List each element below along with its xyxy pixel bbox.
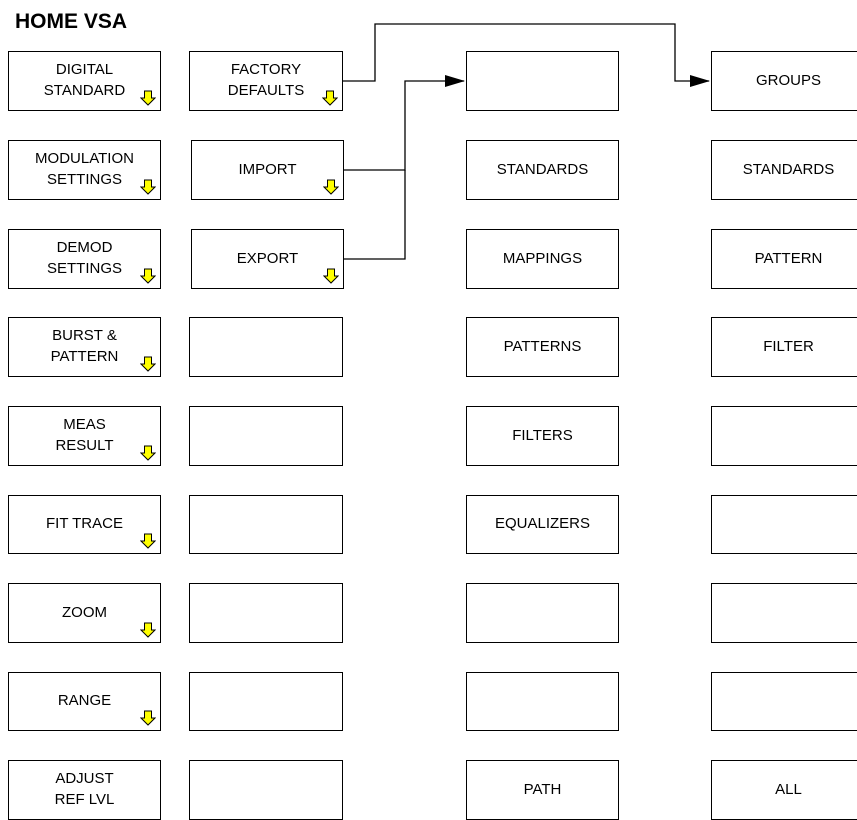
softkey-filter[interactable]: FILTER: [711, 317, 857, 377]
softkey-label: EQUALIZERS: [494, 515, 591, 532]
softkey-empty[interactable]: [711, 583, 857, 643]
submenu-arrow-icon: [140, 356, 156, 372]
softkey-empty[interactable]: [189, 406, 343, 466]
softkey-empty[interactable]: [466, 583, 619, 643]
softkey-label: STANDARDS: [742, 160, 835, 178]
softkey-digital-standard[interactable]: DIGITAL STANDARD: [8, 51, 161, 111]
softkey-label: IMPORT: [238, 160, 297, 178]
softkey-label: EXPORT: [236, 249, 299, 267]
softkey-fit-trace[interactable]: FIT TRACE: [8, 495, 161, 554]
submenu-arrow-icon: [140, 90, 156, 106]
softkey-label: STANDARDS: [496, 160, 589, 178]
softkey-label: DIGITAL STANDARD: [43, 61, 126, 99]
softkey-import[interactable]: IMPORT: [191, 140, 344, 200]
softkey-label: FACTORY DEFAULTS: [227, 61, 305, 99]
softkey-demod-settings[interactable]: DEMOD SETTINGS: [8, 229, 161, 289]
softkey-export[interactable]: EXPORT: [191, 229, 344, 289]
softkey-label: BURST & PATTERN: [50, 327, 119, 365]
softkey-empty[interactable]: [189, 760, 343, 820]
softkey-pattern[interactable]: PATTERN: [711, 229, 857, 289]
connector-export-to-target: [344, 170, 406, 260]
softkey-empty[interactable]: [189, 583, 343, 643]
diagram-title: HOME VSA: [15, 10, 128, 33]
submenu-arrow-icon: [140, 268, 156, 284]
softkey-label: RANGE: [57, 692, 112, 709]
submenu-arrow-icon: [323, 179, 339, 195]
softkey-patterns[interactable]: PATTERNS: [466, 317, 619, 377]
softkey-label: PATTERN: [754, 249, 823, 267]
softkey-label: FILTER: [763, 337, 814, 355]
submenu-arrow-icon: [140, 179, 156, 195]
submenu-arrow-icon: [322, 90, 338, 106]
softkey-zoom[interactable]: ZOOM: [8, 583, 161, 643]
connector-factory-defaults-to-groups: [343, 23, 710, 87]
softkey-standards[interactable]: STANDARDS: [466, 140, 619, 200]
softkey-label: MAPPINGS: [502, 249, 583, 267]
softkey-label: FIT TRACE: [46, 515, 123, 532]
softkey-filters[interactable]: FILTERS: [466, 406, 619, 466]
softkey-label: DEMOD SETTINGS: [46, 239, 122, 277]
softkey-empty[interactable]: [189, 495, 343, 554]
submenu-arrow-icon: [140, 445, 156, 461]
softkey-label: ALL: [775, 780, 802, 798]
submenu-arrow-icon: [140, 622, 156, 638]
softkey-groups[interactable]: GROUPS: [711, 51, 857, 111]
softkey-empty[interactable]: [189, 672, 343, 731]
softkey-label: PATTERNS: [503, 337, 582, 355]
submenu-arrow-icon: [140, 710, 156, 726]
softkey-mappings[interactable]: MAPPINGS: [466, 229, 619, 289]
softkey-range[interactable]: RANGE: [8, 672, 161, 731]
softkey-empty[interactable]: [466, 51, 619, 111]
softkey-factory-defaults[interactable]: FACTORY DEFAULTS: [189, 51, 343, 111]
softkey-label: GROUPS: [755, 71, 821, 89]
connector-import-to-target: [344, 75, 465, 171]
softkey-label: MEAS RESULT: [55, 416, 114, 454]
softkey-label: FILTERS: [512, 426, 573, 444]
softkey-label: MODULATION SETTINGS: [35, 150, 134, 188]
softkey-standards[interactable]: STANDARDS: [711, 140, 857, 200]
softkey-path[interactable]: PATH: [466, 760, 619, 820]
softkey-empty[interactable]: [711, 672, 857, 731]
softkey-empty[interactable]: [189, 317, 343, 377]
softkey-all[interactable]: ALL: [711, 760, 857, 820]
softkey-modulation-settings[interactable]: MODULATION SETTINGS: [8, 140, 161, 200]
softkey-empty[interactable]: [466, 672, 619, 731]
softkey-label: PATH: [523, 780, 562, 798]
submenu-arrow-icon: [140, 533, 156, 549]
softkey-burst-pattern[interactable]: BURST & PATTERN: [8, 317, 161, 377]
softkey-equalizers[interactable]: EQUALIZERS: [466, 495, 619, 554]
softkey-empty[interactable]: [711, 495, 857, 554]
softkey-adjust-ref-lvl[interactable]: ADJUST REF LVL: [8, 760, 161, 820]
submenu-arrow-icon: [323, 268, 339, 284]
softkey-label: ZOOM: [62, 603, 107, 621]
softkey-label: ADJUST REF LVL: [54, 770, 115, 808]
softkey-empty[interactable]: [711, 406, 857, 466]
softkey-meas-result[interactable]: MEAS RESULT: [8, 406, 161, 466]
